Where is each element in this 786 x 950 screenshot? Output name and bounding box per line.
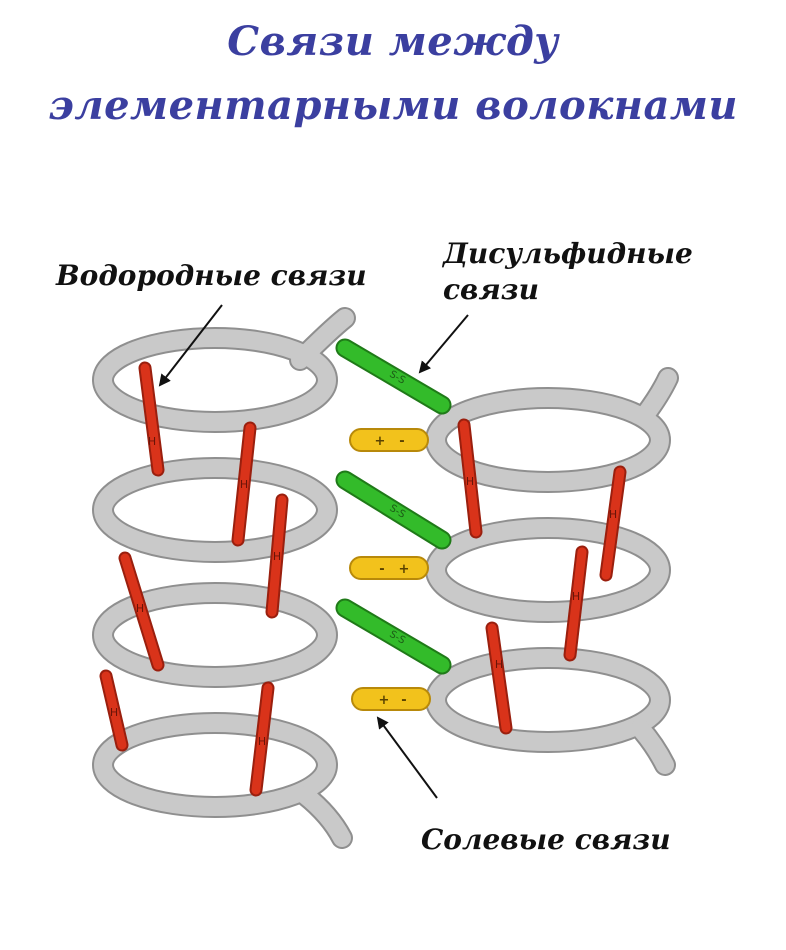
hydrogen-mark: H (466, 475, 474, 488)
disulfide-bonds: S-S S-S S-S (345, 348, 442, 665)
hydrogen-bond: H (464, 425, 476, 532)
hydrogen-bond: H (606, 472, 620, 575)
hydrogen-bond: H (492, 628, 506, 728)
hydrogen-bond: H (238, 428, 250, 540)
hydrogen-bond: H (106, 676, 122, 745)
salt-minus-mark: - (379, 562, 384, 577)
salt-plus-mark: + (375, 434, 386, 449)
salt-minus-mark: - (399, 434, 404, 449)
salt-bond: - + (350, 557, 428, 579)
salt-bond: + - (350, 429, 428, 451)
salt-bond: + - (352, 688, 430, 710)
salt-bonds-label: Солевые связи (421, 822, 671, 858)
left-helix (103, 318, 345, 838)
hydrogen-bond: H (570, 552, 582, 655)
disulfide-label-line-2: связи (443, 272, 693, 308)
salt-pointer-arrow (378, 718, 437, 798)
disulfide-bond: S-S (345, 348, 442, 405)
hydrogen-mark: H (609, 508, 617, 521)
disulfide-pointer-arrow (420, 315, 468, 372)
hydrogen-mark: H (495, 658, 503, 671)
hydrogen-mark: H (136, 602, 144, 615)
hydrogen-mark: H (572, 590, 580, 603)
salt-plus-mark: + (379, 693, 390, 708)
disulfide-bond: S-S (345, 608, 442, 665)
hydrogen-bonds-label: Водородные связи (56, 258, 367, 294)
salt-bonds: + - - + + - (350, 429, 430, 710)
disulfide-bonds-label: Дисульфидные связи (443, 236, 693, 308)
hydrogen-mark: H (148, 435, 156, 448)
hydrogen-bond: H (145, 368, 158, 470)
salt-minus-mark: - (401, 693, 406, 708)
hydrogen-mark: H (273, 550, 281, 563)
hydrogen-mark: H (240, 478, 248, 491)
salt-plus-mark: + (399, 562, 410, 577)
hydrogen-mark: H (110, 706, 118, 719)
disulfide-label-line-1: Дисульфидные (443, 236, 693, 272)
disulfide-bond: S-S (345, 480, 442, 540)
hydrogen-bond: H (256, 688, 268, 790)
hydrogen-mark: H (258, 735, 266, 748)
